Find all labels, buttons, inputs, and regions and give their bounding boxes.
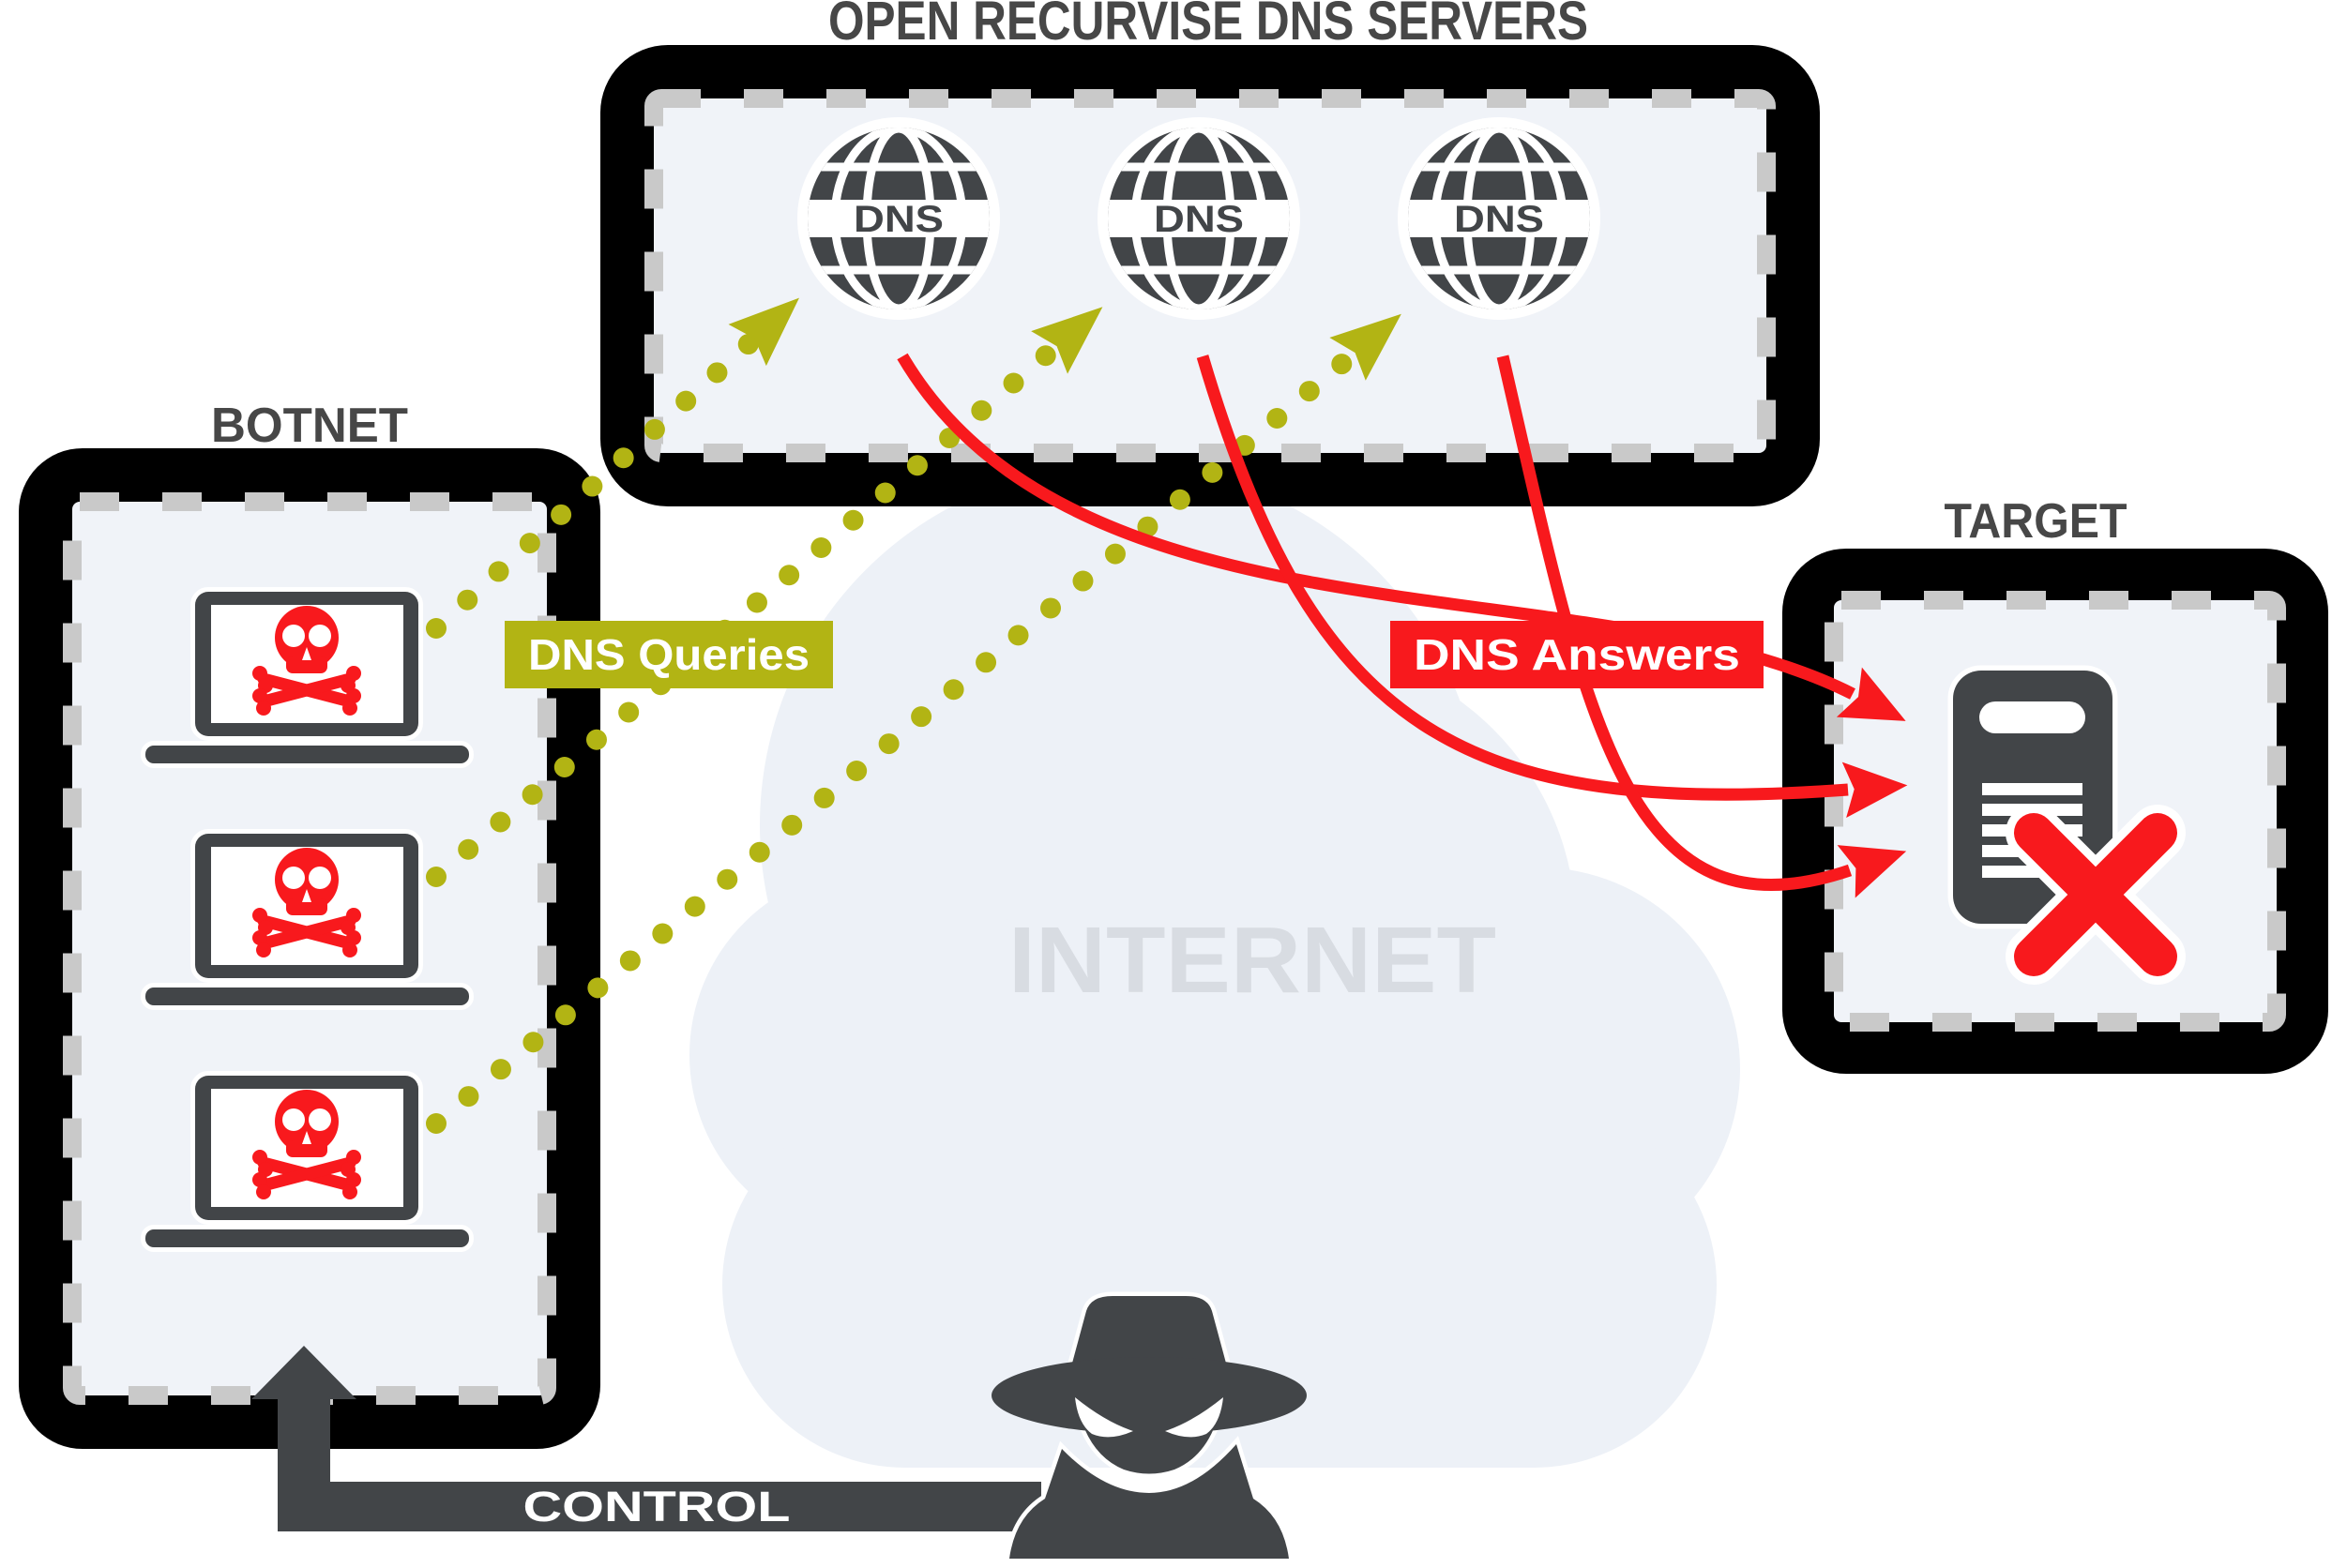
control-label: CONTROL bbox=[523, 1483, 791, 1530]
hacker-icon bbox=[992, 1291, 1307, 1563]
globe-dns-icon: DNS bbox=[797, 117, 1000, 320]
skull-crossbones-icon bbox=[252, 606, 361, 716]
infected-laptop-icon bbox=[141, 587, 474, 768]
target-server bbox=[1947, 665, 2186, 985]
globe-dns-icon: DNS bbox=[1398, 117, 1600, 320]
globe-dns-icon: DNS bbox=[1098, 117, 1300, 320]
globe-dns-label: DNS bbox=[1454, 199, 1544, 240]
botnet-laptops bbox=[141, 587, 474, 1252]
control-arrowhead bbox=[251, 1346, 356, 1399]
botnet-title: BOTNET bbox=[211, 399, 408, 453]
target-title: TARGET bbox=[1945, 494, 2127, 549]
dns-answers-text: DNS Answers bbox=[1414, 630, 1740, 679]
dns-answers-arrow bbox=[1196, 354, 1908, 818]
error-x-icon bbox=[2006, 805, 2186, 985]
skull-crossbones-icon bbox=[252, 848, 361, 957]
cloud-shape bbox=[689, 464, 1740, 1468]
dns-answers-label: DNS Answers bbox=[1390, 621, 1764, 688]
hacker-eye bbox=[1075, 1397, 1133, 1438]
infected-laptop-icon bbox=[141, 829, 474, 1010]
dns-globes: DNS DNS DNS bbox=[797, 117, 1600, 320]
hacker-eye bbox=[1165, 1397, 1223, 1438]
dns-queries-arrow bbox=[426, 307, 1103, 887]
dns-query-lines bbox=[426, 297, 1401, 1134]
globe-dns-label: DNS bbox=[854, 199, 944, 240]
globe-dns-label: DNS bbox=[1154, 199, 1244, 240]
dns-queries-text: DNS Queries bbox=[528, 630, 810, 679]
dns-queries-label: DNS Queries bbox=[505, 621, 833, 688]
internet-label: INTERNET bbox=[1008, 908, 1496, 1013]
internet-cloud: INTERNET bbox=[689, 464, 1740, 1468]
dns-servers-title: OPEN RECURVISE DNS SERVERS bbox=[828, 0, 1588, 52]
dns-answers-arrow bbox=[1496, 354, 1907, 898]
control-arrow: CONTROL bbox=[251, 1346, 1041, 1531]
infected-laptop-icon bbox=[141, 1071, 474, 1252]
skull-crossbones-icon bbox=[252, 1090, 361, 1199]
dns-queries-arrow bbox=[426, 313, 1401, 1134]
dns-queries-arrow bbox=[426, 297, 799, 639]
